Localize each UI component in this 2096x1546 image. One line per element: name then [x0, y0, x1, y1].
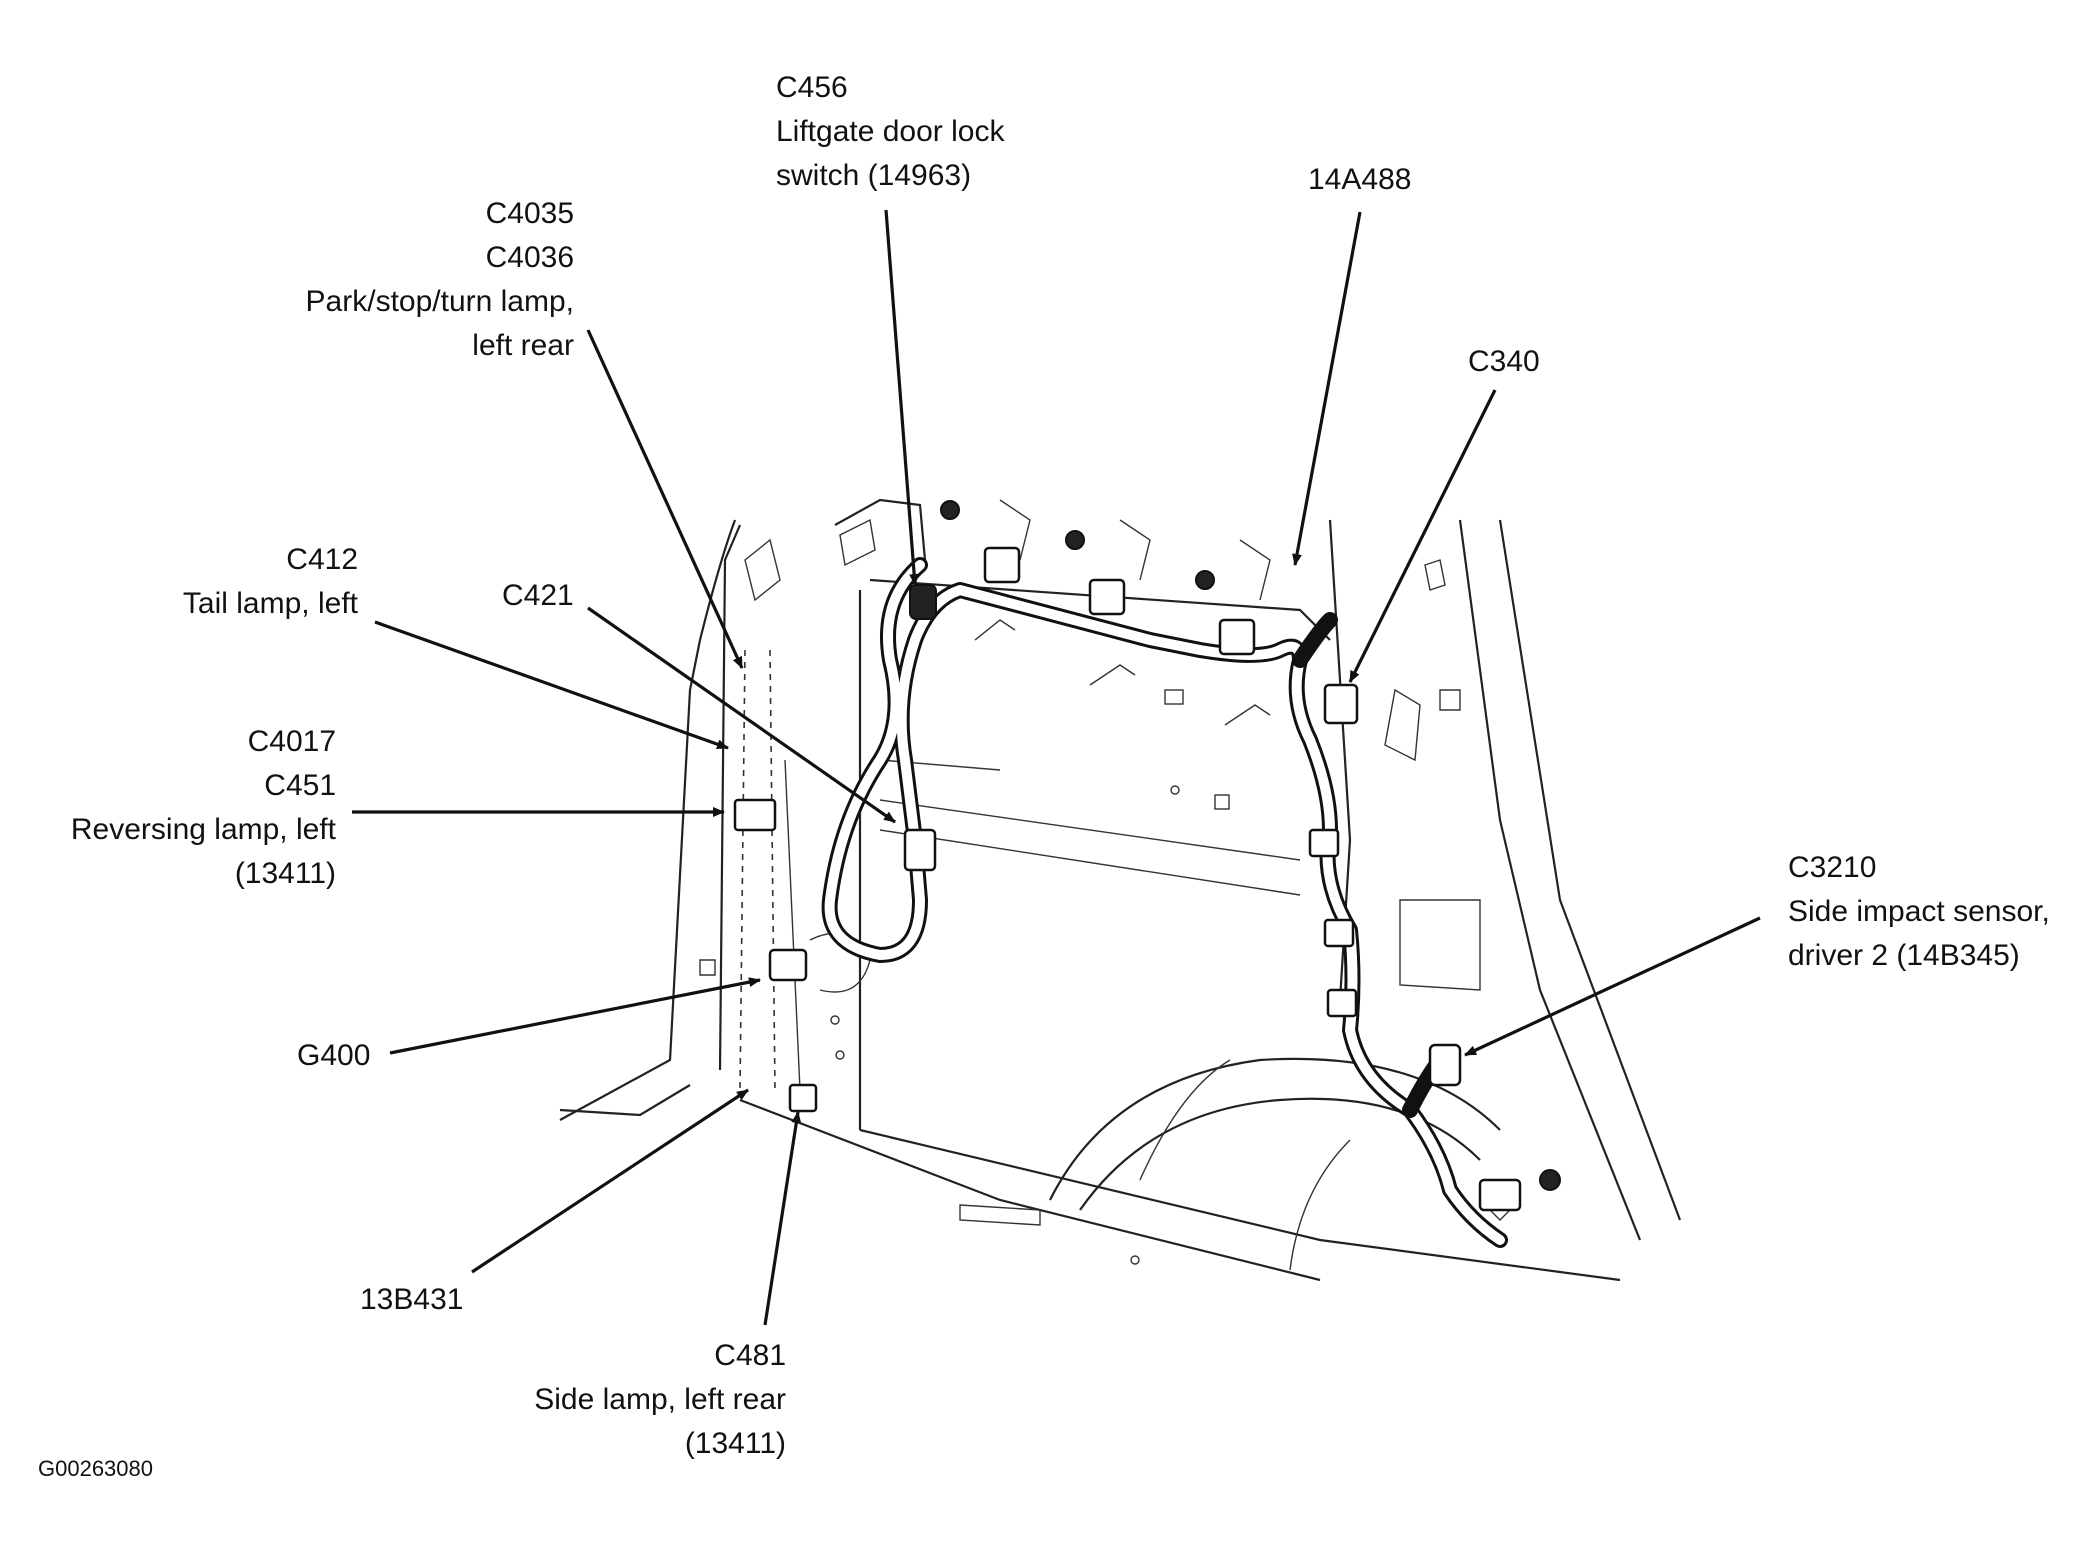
callout-14a488: 14A488	[1308, 158, 1411, 202]
leader-c4035	[586, 329, 744, 669]
callout-13b431: 13B431	[360, 1278, 463, 1322]
callout-c421-id: C421	[502, 579, 574, 612]
callout-c3210-id: C3210	[1788, 851, 1877, 884]
callout-c412-line2: Tail lamp, left	[182, 587, 358, 620]
callout-c4035-line3: Park/stop/turn lamp,	[305, 285, 574, 318]
wiring-harness-14a488	[733, 546, 1561, 1248]
callout-c481-line3: (13411)	[684, 1427, 786, 1460]
callout-c4017-line4: (13411)	[234, 857, 336, 890]
callout-c456-line3: switch (14963)	[776, 159, 972, 192]
leader-c340	[1348, 389, 1497, 683]
callout-14a488-id: 14A488	[1308, 163, 1412, 196]
vehicle-body-drawing	[559, 498, 1682, 1282]
callout-leaders	[352, 209, 1761, 1326]
callout-c481-line2: Side lamp, left rear	[534, 1383, 786, 1416]
callout-c456-id: C456	[776, 71, 848, 104]
callout-c340: C340	[1468, 340, 1540, 384]
callout-c456-line2: Liftgate door lock	[776, 115, 1005, 148]
callout-c4017-id: C4017	[247, 725, 336, 758]
callout-13b431-id: 13B431	[360, 1283, 464, 1316]
callout-c451-id: C451	[264, 769, 336, 802]
leader-14a488	[1292, 211, 1362, 566]
leader-c3210	[1464, 916, 1761, 1057]
callout-c3210-line3: driver 2 (14B345)	[1788, 939, 2020, 972]
leader-c421	[587, 606, 896, 824]
callout-c412-id: C412	[286, 543, 358, 576]
callout-g400: G400	[297, 1034, 370, 1078]
callout-c481-id: C481	[714, 1339, 786, 1372]
leader-c456	[884, 209, 920, 586]
leader-c412	[374, 620, 729, 750]
callout-c4036-id: C4036	[485, 241, 574, 274]
callout-c3210: C3210 Side impact sensor, driver 2 (14B3…	[1788, 846, 2050, 978]
callout-c4017-line3: Reversing lamp, left	[70, 813, 336, 846]
callout-c412: C412 Tail lamp, left	[100, 538, 358, 626]
callout-c4035: C4035 C4036 Park/stop/turn lamp, left re…	[230, 192, 574, 368]
callout-c3210-line2: Side impact sensor,	[1788, 895, 2050, 928]
callout-c481: C481 Side lamp, left rear (13411)	[480, 1334, 786, 1466]
callout-c4035-id: C4035	[485, 197, 574, 230]
callout-c421: C421	[502, 574, 574, 618]
leader-c481	[763, 1111, 802, 1326]
callout-c456: C456 Liftgate door lock switch (14963)	[776, 66, 1004, 198]
callout-c340-id: C340	[1468, 345, 1540, 378]
leader-13b431	[471, 1088, 749, 1274]
leader-g400	[389, 977, 761, 1055]
callout-g400-id: G400	[297, 1039, 371, 1072]
callout-c4017: C4017 C451 Reversing lamp, left (13411)	[30, 720, 336, 896]
callout-c4035-line4: left rear	[472, 329, 574, 362]
figure-id: G00263080	[38, 1456, 153, 1481]
